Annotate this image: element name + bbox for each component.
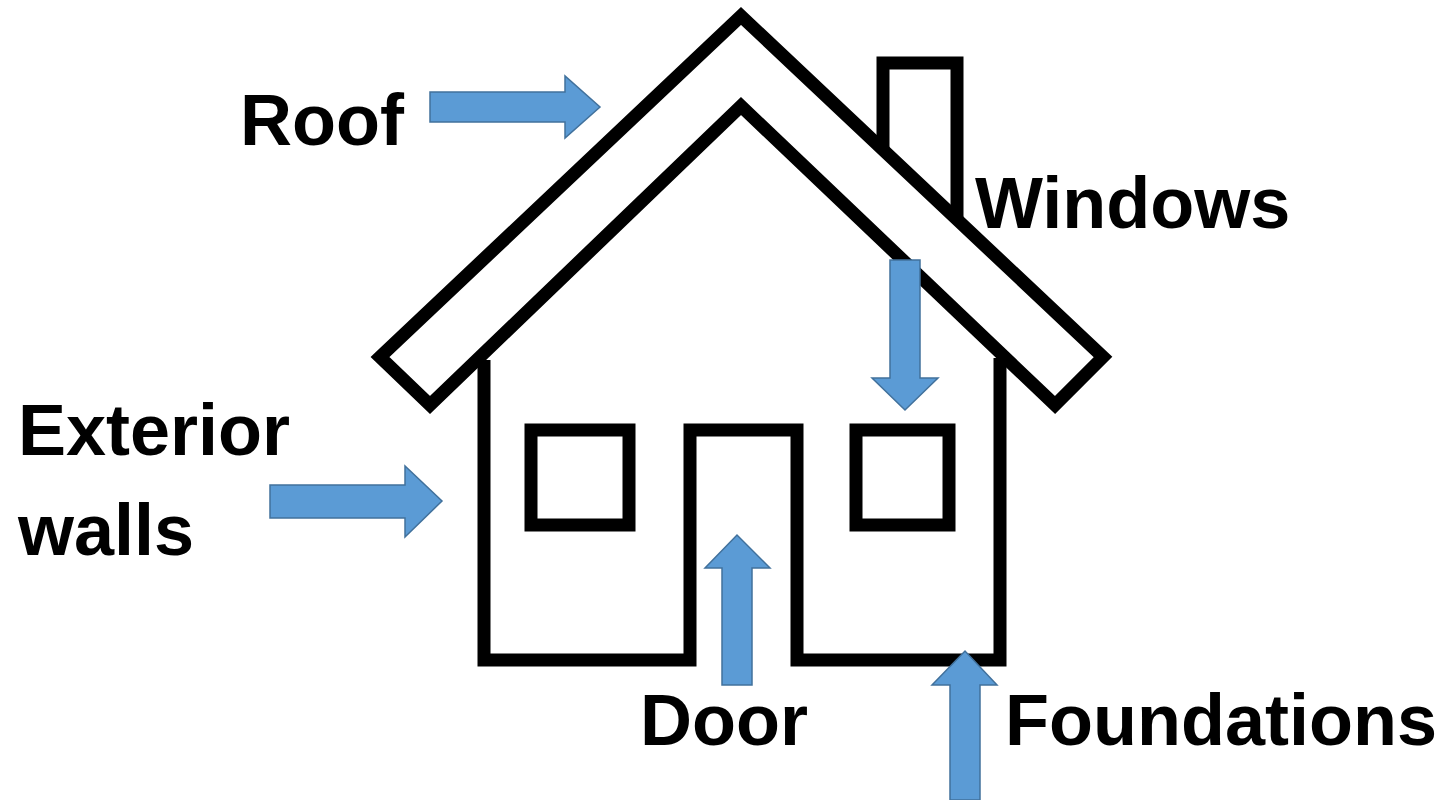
pointer-arrow: [430, 76, 600, 138]
pointer-arrow: [872, 260, 938, 410]
pointer-arrow: [705, 535, 770, 685]
pointer-arrow: [932, 651, 997, 800]
part-label: Windows: [975, 153, 1290, 253]
window-outline: [531, 430, 629, 525]
part-label: Foundations: [1005, 670, 1437, 770]
part-label: Exterior walls: [18, 380, 318, 580]
window-outline: [856, 430, 949, 525]
part-label: Roof: [240, 70, 404, 170]
pointer-arrow: [270, 466, 442, 537]
part-label: Door: [640, 670, 808, 770]
